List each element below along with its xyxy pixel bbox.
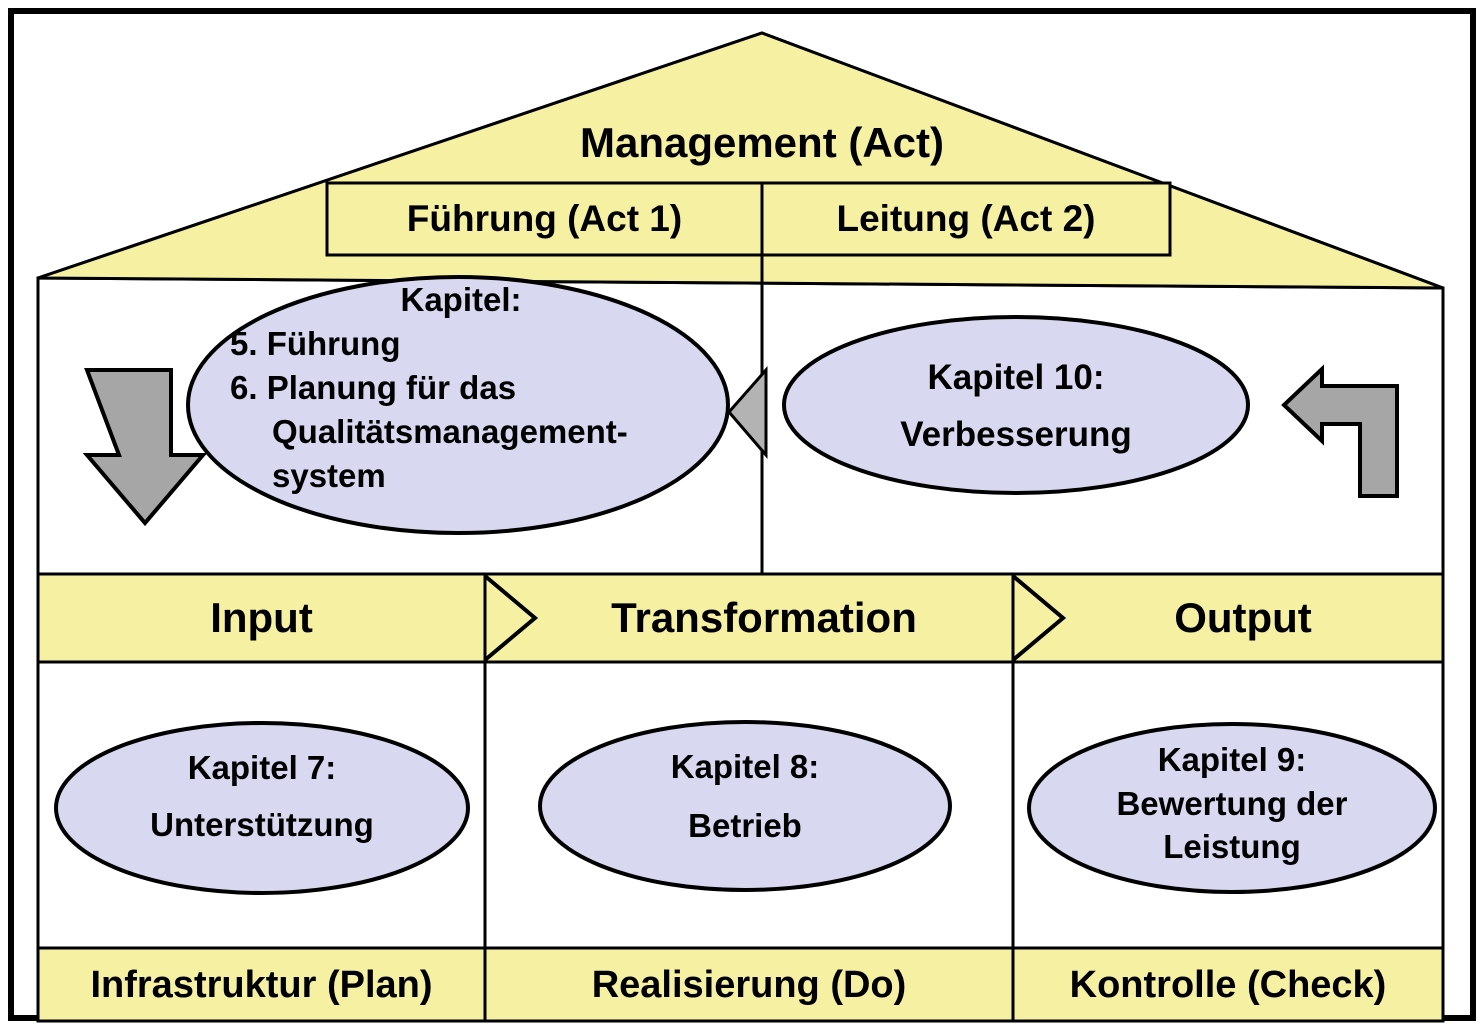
ellipse-kapitel-8 [538,720,952,892]
k56-line-0: Kapitel: [400,281,522,318]
chevron-icon-2 [1011,574,1067,662]
ellipse-kapitel-5-6 [186,275,730,535]
ellipse-kapitel-7 [54,721,470,895]
k9-line-1: Bewertung der [1116,784,1348,822]
band-fuehrung [325,181,764,257]
k9-line-2: Leistung [1163,828,1301,866]
ellipse-label-kapitel-9: Kapitel 9: Bewertung der Leistung [1030,738,1434,869]
band-leitung [760,181,1172,257]
ellipse-label-kapitel-5-6: Kapitel: 5. Führung 6. Planung für das Q… [216,278,706,497]
ellipse-kapitel-9 [1027,722,1437,894]
k8-line-1: Betrieb [688,806,802,844]
k7-line-1: Unterstützung [150,805,374,843]
k56-line-1: 5. Führung [230,324,401,362]
k56-line-2: 6. Planung für das [230,368,517,406]
k56-line-3: Qualitätsmanagement- [272,412,628,450]
ellipse-label-kapitel-8: Kapitel 8: Betrieb [540,738,950,855]
footer-band [36,946,1445,1023]
feedback-in-arrow-right [1281,364,1399,498]
k9-line-0: Kapitel 9: [1157,741,1307,778]
k10-line-1: Verbesserung [900,414,1132,454]
k7-line-0: Kapitel 7: [187,749,337,786]
k56-line-4: system [272,456,386,494]
feedback-out-arrow-left [82,368,208,527]
ellipse-label-kapitel-10: Kapitel 10: Verbesserung [800,350,1232,463]
k8-line-0: Kapitel 8: [670,748,820,785]
k10-line-0: Kapitel 10: [927,358,1105,397]
feedback-triangle-center [727,366,768,460]
process-band [36,572,1445,664]
ellipse-label-kapitel-7: Kapitel 7: Unterstützung [56,740,468,854]
chevron-icon-1 [483,574,539,662]
ellipse-kapitel-10 [782,315,1250,495]
